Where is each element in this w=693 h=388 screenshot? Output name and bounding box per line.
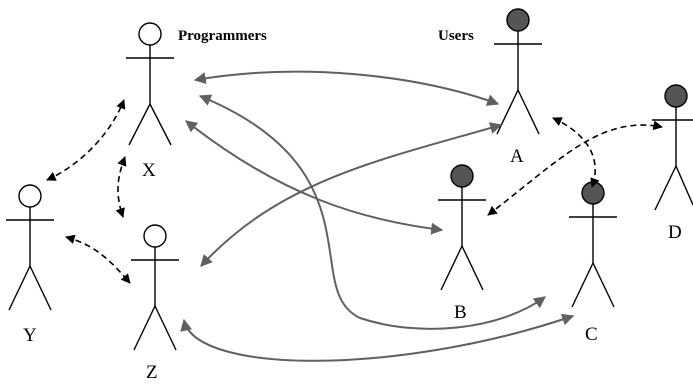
arrow-a-c — [552, 117, 600, 188]
actor-z-label: Z — [146, 362, 158, 383]
actor-y-label: Y — [23, 325, 37, 346]
actor-a-label: A — [510, 146, 524, 167]
actor-y: Y — [6, 184, 54, 346]
actor-d: D — [652, 84, 693, 243]
actor-y-head — [18, 184, 42, 208]
actor-a-head — [506, 8, 530, 32]
arrow-x-z — [115, 156, 127, 218]
actor-c-head — [581, 181, 605, 205]
actor-c: C — [569, 181, 617, 345]
actor-x-label: X — [142, 160, 156, 181]
actor-d-head — [664, 84, 688, 108]
actor-b: B — [438, 164, 486, 323]
arrow-x-a — [193, 70, 500, 106]
actor-c-label: C — [585, 324, 598, 345]
actor-b-label: B — [454, 302, 467, 323]
actor-d-label: D — [668, 222, 682, 243]
programmers-group-label: Programmers — [178, 28, 267, 44]
arrow-z-c — [180, 313, 575, 362]
arrow-x-b — [185, 120, 444, 235]
actor-x-head — [138, 22, 162, 46]
actor-b-head — [450, 164, 474, 188]
actor-z-head — [143, 224, 167, 248]
arrow-z-a — [200, 122, 503, 267]
actor-x: X — [126, 22, 174, 181]
actor-a: A — [494, 8, 542, 167]
users-group-label: Users — [438, 28, 474, 44]
actor-z: Z — [131, 224, 179, 383]
arrow-b-d — [487, 120, 663, 216]
arrow-x-y — [46, 99, 126, 181]
arrow-x-c — [198, 94, 546, 330]
arrow-y-z — [65, 234, 131, 284]
